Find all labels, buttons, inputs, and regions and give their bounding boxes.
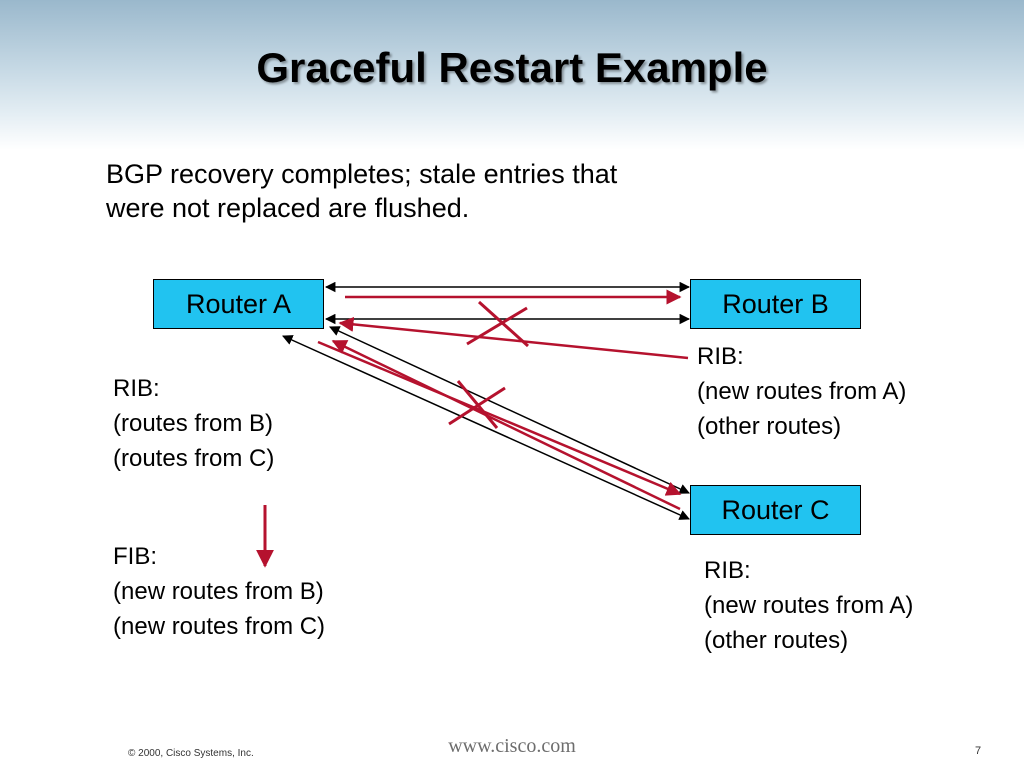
router-a-rib: RIB: (routes from B) (routes from C) xyxy=(113,372,274,476)
cisco-url: www.cisco.com xyxy=(448,735,576,757)
rib-row: (new routes from A) xyxy=(704,591,914,619)
rib-row: (routes from B) xyxy=(113,409,274,437)
router-c-rib: RIB: (new routes from A) (other routes) xyxy=(704,554,913,658)
header-band xyxy=(0,0,1024,150)
cross-mark-c xyxy=(448,380,506,429)
rib-row: (new routes from A) xyxy=(697,377,907,405)
router-c-label: Router C xyxy=(721,494,830,525)
cross-mark-b xyxy=(466,300,530,348)
rib-label: RIB: xyxy=(697,343,744,370)
rib-label: RIB: xyxy=(704,557,751,584)
fib-label: FIB: xyxy=(113,543,158,570)
slide-title: Graceful Restart Example xyxy=(256,44,768,91)
router-b: Router B xyxy=(690,279,861,329)
caption-line: were not replaced are flushed. xyxy=(106,192,470,223)
update-arrow-c-to-a xyxy=(331,339,681,511)
session-link-a-c-inner xyxy=(329,326,690,494)
update-arrow-b-to-a xyxy=(338,316,689,360)
router-a: Router A xyxy=(153,279,324,329)
page-number: 7 xyxy=(975,745,982,757)
slide-caption: BGP recovery completes; stale entries th… xyxy=(106,158,906,226)
router-c: Router C xyxy=(690,485,861,535)
rib-row: (other routes) xyxy=(704,626,849,654)
rib-row: (other routes) xyxy=(697,412,842,440)
router-b-label: Router B xyxy=(722,288,829,319)
session-link-a-c-outer xyxy=(282,335,690,520)
rib-label: RIB: xyxy=(113,375,160,402)
router-b-rib: RIB: (new routes from A) (other routes) xyxy=(697,340,906,444)
copyright-text: © 2000, Cisco Systems, Inc. xyxy=(128,748,254,759)
rib-row: (routes from C) xyxy=(113,444,275,472)
update-arrow-a-to-c xyxy=(317,340,682,496)
fib-row: (new routes from C) xyxy=(113,612,326,640)
caption-line: BGP recovery completes; stale entries th… xyxy=(106,159,618,189)
fib-row: (new routes from B) xyxy=(113,577,324,605)
router-a-fib: FIB: (new routes from B) (new routes fro… xyxy=(113,540,325,644)
router-a-label: Router A xyxy=(185,288,292,319)
